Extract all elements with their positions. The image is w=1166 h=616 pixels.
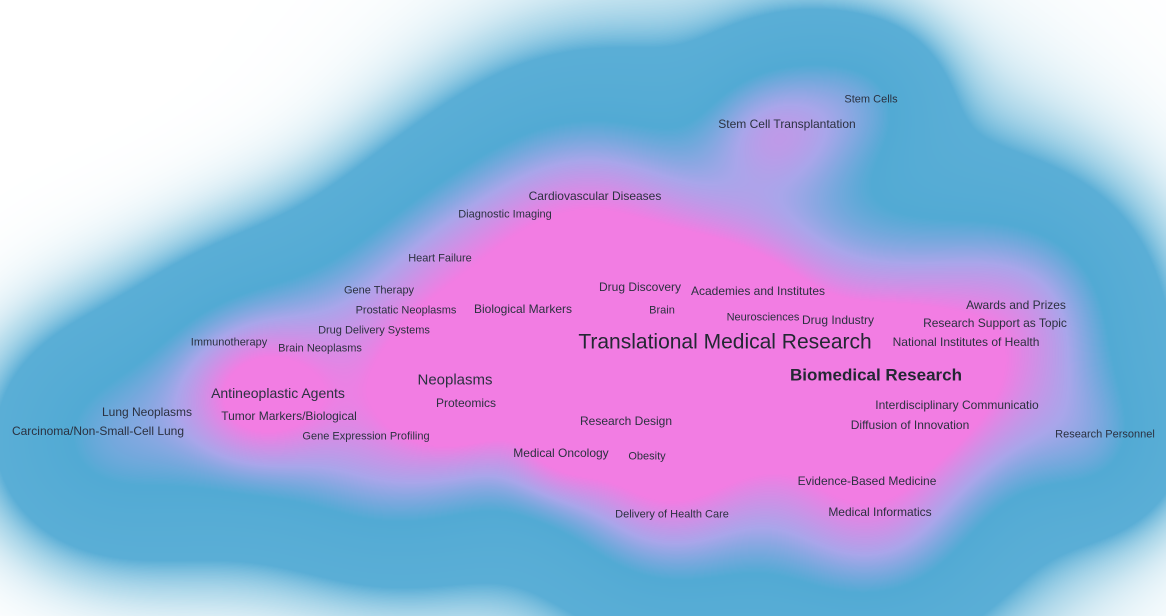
term-label-medical-informatics[interactable]: Medical Informatics	[828, 505, 932, 519]
term-label-immunotherapy[interactable]: Immunotherapy	[190, 336, 268, 349]
term-label-tumor-markers-biological[interactable]: Tumor Markers/Biological	[221, 409, 357, 423]
term-label-drug-delivery-systems[interactable]: Drug Delivery Systems	[318, 324, 430, 337]
term-label-cardiovascular-diseases[interactable]: Cardiovascular Diseases	[528, 189, 662, 203]
term-label-diagnostic-imaging[interactable]: Diagnostic Imaging	[458, 208, 552, 221]
term-label-drug-discovery[interactable]: Drug Discovery	[598, 280, 682, 294]
term-label-neoplasms[interactable]: Neoplasms	[417, 371, 493, 389]
term-label-academies-and-institutes[interactable]: Academies and Institutes	[690, 284, 826, 298]
term-label-research-support-as-topic[interactable]: Research Support as Topic	[923, 316, 1067, 330]
term-label-heart-failure[interactable]: Heart Failure	[408, 252, 472, 265]
term-label-awards-and-prizes[interactable]: Awards and Prizes	[966, 298, 1066, 312]
term-label-diffusion-of-innovation[interactable]: Diffusion of Innovation	[850, 418, 970, 432]
term-label-stem-cells[interactable]: Stem Cells	[844, 93, 898, 106]
term-label-proteomics[interactable]: Proteomics	[435, 396, 497, 410]
term-label-evidence-based-medicine[interactable]: Evidence-Based Medicine	[797, 474, 937, 488]
term-label-lung-neoplasms[interactable]: Lung Neoplasms	[101, 405, 193, 419]
term-label-brain[interactable]: Brain	[649, 304, 675, 317]
term-label-biological-markers[interactable]: Biological Markers	[473, 302, 573, 316]
term-label-national-institutes-of-health[interactable]: National Institutes of Health	[892, 335, 1040, 349]
term-label-research-design[interactable]: Research Design	[579, 414, 673, 428]
term-label-delivery-of-health-care[interactable]: Delivery of Health Care	[615, 508, 729, 521]
term-label-medical-oncology[interactable]: Medical Oncology	[513, 446, 609, 460]
term-label-neurosciences[interactable]: Neurosciences	[726, 311, 800, 324]
term-label-prostatic-neoplasms[interactable]: Prostatic Neoplasms	[355, 304, 457, 317]
term-label-translational-medical-research[interactable]: Translational Medical Research	[578, 330, 872, 354]
term-label-drug-industry[interactable]: Drug Industry	[801, 313, 875, 327]
term-label-obesity[interactable]: Obesity	[628, 450, 666, 463]
term-label-research-personnel[interactable]: Research Personnel	[1055, 428, 1155, 441]
term-label-gene-expression-profiling[interactable]: Gene Expression Profiling	[302, 430, 430, 443]
term-label-gene-therapy[interactable]: Gene Therapy	[343, 284, 415, 297]
term-label-antineoplastic-agents[interactable]: Antineoplastic Agents	[211, 385, 345, 401]
term-label-biomedical-research[interactable]: Biomedical Research	[790, 365, 962, 385]
term-label-interdisciplinary-communication[interactable]: Interdisciplinary Communicatio	[875, 398, 1039, 412]
term-label-carcinoma-non-small-cell-lung[interactable]: Carcinoma/Non-Small-Cell Lung	[11, 424, 185, 438]
term-label-stem-cell-transplantation[interactable]: Stem Cell Transplantation	[718, 117, 856, 131]
term-label-brain-neoplasms[interactable]: Brain Neoplasms	[278, 342, 362, 355]
